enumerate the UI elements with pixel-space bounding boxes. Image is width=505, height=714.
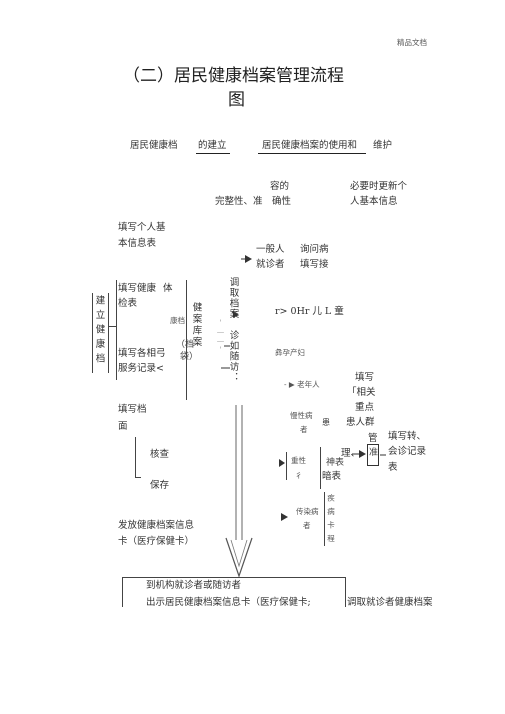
side-box-left [92,293,93,373]
ask-history-b: 填写接 [300,259,329,270]
severe-bracket [286,452,287,480]
chronic-label-b: 者 [300,425,308,434]
left-bracket [116,280,117,380]
step2-text-c: 检表 [118,298,138,309]
side-label-build-archive: 建立健康档 [93,295,105,368]
bottom-line-top [122,577,346,578]
fill-key-f: 理、 [341,448,361,459]
fill-key-g: 神表 [326,458,345,468]
step1-text-a: 填写个人基 [118,222,166,233]
fill-key-b: 「相关 [347,387,376,398]
check-connector-v [135,437,136,477]
step4-text-a: 填写档 [118,404,147,415]
chronic-label-a: 慢性病 [290,411,313,420]
section-right: 居民健康档案的使用和 [262,140,358,151]
infect-label-a: 传染病 [296,507,319,516]
section-middle-underline [196,153,230,154]
note-b1: 必要时更新个 [350,181,408,192]
fill-key-e: 管 [368,433,378,444]
infect-label-b: 者 [303,521,311,530]
severe-label-a: 重性 [291,456,306,465]
general-patient-b: 就诊者 [256,259,285,270]
section-left: 居民健康档 [130,140,178,151]
note-a3: 确性 [272,196,292,207]
step3-text-b: 服务记录< [118,363,164,374]
referral-box-text: 准 [369,448,379,458]
header-tag: 精品文档 [397,38,427,47]
archive-bag-b: 袋） [180,352,199,362]
section-right-underline [258,153,366,154]
step2-text-a: 填写健康 [118,283,157,294]
archive-bag-a: （档 [176,340,195,350]
infect-bracket [324,492,325,546]
referral-text-c: 表 [388,462,398,473]
section-right2: 维护 [373,140,393,151]
issue-card-text-b: 卡（医疗保健卡） [118,536,195,547]
archive-bracket-left [186,280,187,400]
elderly-label: - ▶ 老年人 [284,380,320,389]
visit-followup-label: 诊如随访： [227,330,239,383]
side-tick [108,326,116,327]
general-patient-a: 一般人 [256,244,285,255]
check-text: 核查 [150,449,170,460]
bottom-visitor-text: 到机构就诊者或随访者 [146,580,242,591]
section-middle: 的建立 [198,140,227,151]
note-b2: 人基本信息 [350,196,398,207]
patient-small: 患 [322,418,330,427]
step1-text-b: 本信息表 [118,238,157,249]
referral-text-a: 填写转、 [388,431,427,442]
ask-history-a: 询问病 [300,244,329,255]
issue-card-text-a: 发放健康档案信息 [118,520,195,531]
fill-key-h: 暗表 [322,471,342,482]
fill-key-d: 患人群 [346,417,375,428]
referral-text-b: 会诊记录 [388,446,427,457]
page-title: （二）居民健康档案管理流程 [123,66,344,86]
check-connector-h [135,477,141,478]
archive-store-label: 健案库案 [190,302,202,348]
step2-text-b: 体 [163,283,173,294]
step4-text-b: 面 [118,421,128,432]
fill-key-a: 填写 [355,372,375,383]
archive-marks: '——' [216,318,225,354]
bottom-bracket-right [345,577,346,607]
bottom-bracket-left [122,577,123,607]
fill-key-c: 重点 [355,402,375,413]
side-box-right [108,293,109,373]
kangxing-text: 康档 [170,316,185,325]
infect-card-label: 疾病卡程 [326,494,336,548]
bottom-show-card-text: 出示居民健康档案信息卡（医疗保健卡; [146,597,311,608]
pregnant-label: 彝孕产妇 [275,348,305,357]
page-title-line2: 图 [228,90,245,110]
note-a1: 容的 [270,181,290,192]
note-a2: 完整性、准 [215,196,263,207]
bottom-retrieve-text: 调取就诊者健康档案 [347,597,433,608]
save-text: 保存 [150,480,170,491]
psych-bracket [320,447,321,489]
step3-text-a: 填写各相弓 [118,348,166,359]
children-label: r> 0Hr 儿 L 童 [275,306,344,317]
referral-box [367,444,379,466]
retrieve-archive-label: 调取档案 [227,277,239,319]
severe-label-b: 彳 [295,471,303,480]
